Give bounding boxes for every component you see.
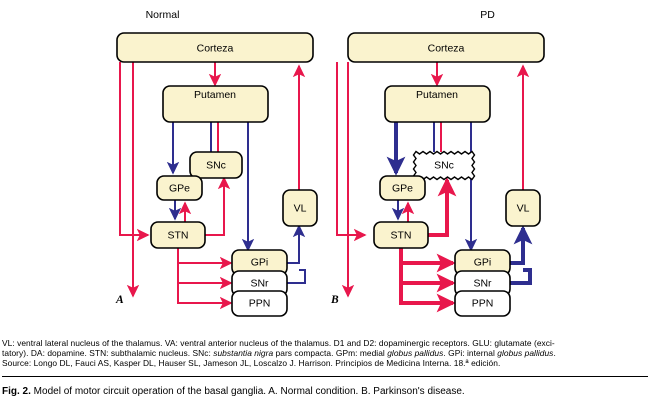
- panel-letter-b: B: [330, 294, 339, 306]
- panel-title-normal: Normal: [145, 9, 180, 21]
- node-label-putamen: Putamen: [194, 89, 236, 101]
- edge-snr-vl: [287, 269, 306, 284]
- node-ppn[interactable]: PPN: [231, 290, 288, 317]
- caption-divider: [2, 376, 648, 377]
- node-corteza[interactable]: Corteza: [347, 32, 545, 63]
- footnote-l2-g: .: [553, 348, 556, 359]
- figure-footnote: VL: ventral lateral nucleus of the thala…: [0, 338, 650, 369]
- snc-jagged-border: [412, 150, 476, 181]
- node-label-putamen: Putamen: [416, 89, 458, 101]
- node-stn[interactable]: STN: [373, 221, 429, 249]
- edge-gpi-vl: [510, 225, 533, 265]
- node-label-stn: STN: [391, 229, 412, 241]
- diagram-panels: Normal: [0, 0, 650, 334]
- panel-title-pd: PD: [480, 9, 495, 21]
- edge-snr-vl: [510, 268, 532, 285]
- node-label-ppn: PPN: [472, 297, 494, 309]
- footnote-line-2: tatory). DA: dopamine. STN: subthalamic …: [2, 348, 648, 358]
- node-label-gpi: GPi: [474, 256, 492, 268]
- panel-normal: Normal: [0, 0, 325, 334]
- node-label-corteza: Corteza: [428, 42, 465, 54]
- node-snc[interactable]: SNc: [412, 150, 476, 181]
- node-label-gpe: GPe: [169, 182, 190, 194]
- node-label-snr: SNr: [473, 277, 492, 289]
- node-label-gpi: GPi: [251, 256, 269, 268]
- diagram-normal: Corteza Putamen SNc GPe STN: [115, 32, 318, 317]
- footnote-l2-italic-2: globus pallidus: [387, 348, 444, 359]
- footnote-line-3: Source: Longo DL, Fauci AS, Kasper DL, H…: [2, 358, 501, 369]
- panel-pd: PD: [325, 0, 650, 334]
- edge-stn-snc: [428, 177, 457, 237]
- node-label-snr: SNr: [250, 277, 269, 289]
- node-ppn[interactable]: PPN: [454, 290, 511, 317]
- node-label-snc: SNc: [434, 159, 454, 171]
- edge-stn-gpi: [399, 248, 456, 273]
- caption-label: Fig. 2.: [2, 386, 31, 397]
- caption-text: Model of motor circuit operation of the …: [30, 386, 465, 397]
- node-label-corteza: Corteza: [197, 42, 234, 54]
- node-label-snc: SNc: [206, 159, 226, 171]
- node-corteza[interactable]: Corteza: [116, 32, 314, 63]
- edge-stn-gpi: [177, 248, 233, 270]
- node-putamen[interactable]: Putamen: [384, 85, 491, 123]
- edge-stn-snr: [399, 248, 456, 293]
- node-label-gpe: GPe: [392, 182, 413, 194]
- node-stn[interactable]: STN: [150, 221, 206, 249]
- edge-stn-snr: [177, 248, 233, 290]
- diagram-pd: Corteza Putamen SNc GPe STN: [330, 32, 545, 317]
- node-vl[interactable]: VL: [505, 189, 541, 227]
- edge-stn-snc: [205, 176, 231, 236]
- figure-caption: Fig. 2. Model of motor circuit operation…: [2, 385, 648, 398]
- node-label-vl: VL: [294, 202, 307, 214]
- node-label-vl: VL: [517, 202, 530, 214]
- node-vl[interactable]: VL: [282, 189, 318, 227]
- node-snr[interactable]: SNr: [231, 270, 288, 297]
- footnote-l2-italic-3: globus pallidus: [497, 348, 554, 359]
- footnote-l2-italic-1: substantia nigra: [213, 348, 274, 359]
- node-gpe[interactable]: GPe: [156, 175, 203, 201]
- node-gpe[interactable]: GPe: [379, 175, 426, 201]
- node-gpi[interactable]: GPi: [454, 249, 511, 276]
- node-label-ppn: PPN: [249, 297, 271, 309]
- node-label-stn: STN: [168, 229, 189, 241]
- node-snc[interactable]: SNc: [189, 151, 243, 179]
- node-putamen[interactable]: Putamen: [162, 85, 269, 123]
- footnote-l2-c: pars compacta. GPm: medial: [273, 348, 388, 359]
- panel-letter-a: A: [115, 294, 124, 306]
- footnote-line-1: VL: ventral lateral nucleus of the thala…: [2, 338, 555, 348]
- edge-stn-ppn: [177, 248, 233, 310]
- edge-corteza-stn: [336, 62, 367, 242]
- edge-stn-ppn: [399, 248, 456, 313]
- edge-gpi-vl: [287, 224, 306, 264]
- footnote-l2-a: tatory). DA: dopamine. STN: subthalamic …: [2, 348, 214, 359]
- footnote-l2-e: . GPi: internal: [443, 348, 498, 359]
- edge-corteza-stn: [119, 62, 150, 242]
